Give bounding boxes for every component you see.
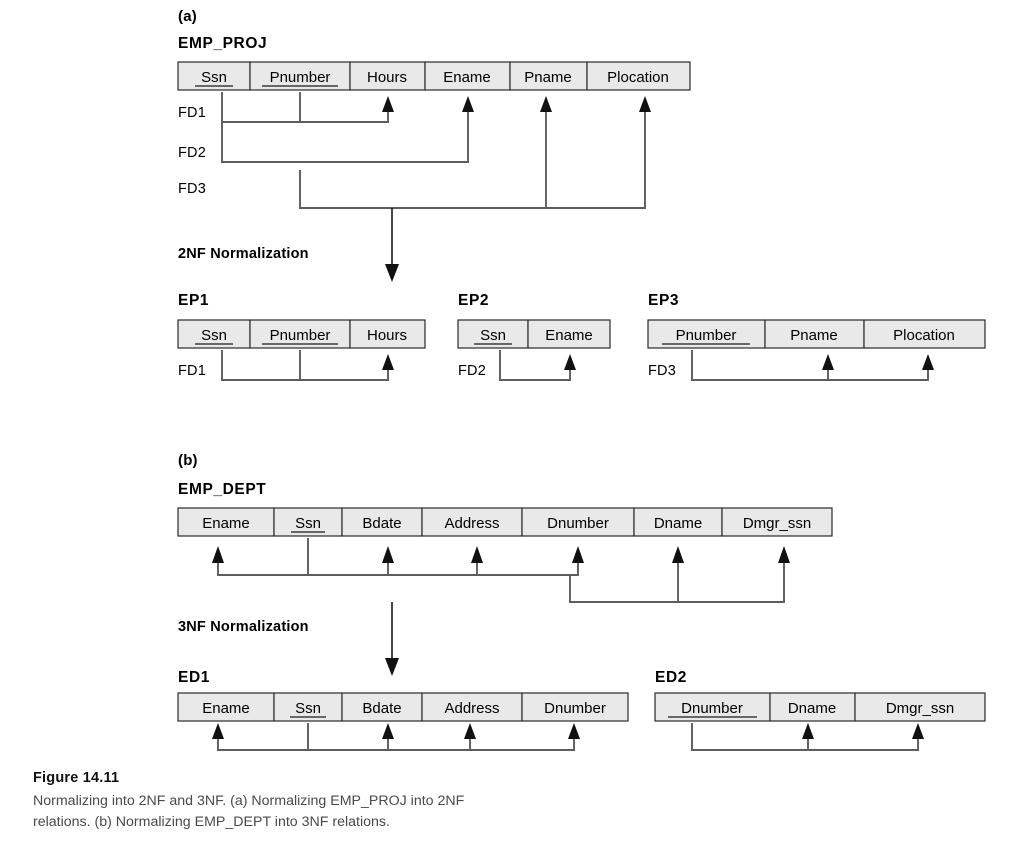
emp-proj-fd3-label: FD3 (178, 181, 206, 197)
ed2-attr-dmgr-ssn: Dmgr_ssn (886, 700, 954, 717)
emp-dept-attr-dnumber: Dnumber (547, 515, 609, 532)
ed2-cell-dmgr-ssn (854, 692, 986, 722)
ed1-attr-address: Address (444, 700, 499, 717)
ep1-attr-ssn: Ssn (201, 327, 227, 344)
emp-dept-relation-name: EMP_DEPT (178, 481, 266, 498)
ep2-relation-name: EP2 (458, 292, 489, 309)
emp-dept-cell-bdate (341, 507, 423, 537)
ed2-relation-name: ED2 (655, 669, 687, 686)
ed1-fd-arrows (212, 723, 580, 751)
ep2-cell-ename (527, 319, 611, 349)
normalization-arrow-3nf (385, 602, 399, 676)
emp-proj-attr-ssn: Ssn (201, 69, 227, 86)
step-label-3nf: 3NF Normalization (178, 619, 309, 635)
emp-proj-attr-ename: Ename (443, 69, 491, 86)
emp-dept-attr-dname: Dname (654, 515, 702, 532)
ep1-fd1-label: FD1 (178, 363, 206, 379)
ep2-fd2-label: FD2 (458, 363, 486, 379)
part-a-label: (a) (178, 8, 197, 25)
ed1-cell-bdate (341, 692, 423, 722)
emp-proj-fd1-arrows (221, 92, 394, 123)
emp-dept-attr-address: Address (444, 515, 499, 532)
ep1-relation-name: EP1 (178, 292, 209, 309)
ed1-attr-ssn: Ssn (295, 700, 321, 717)
ep3-attr-pname: Pname (790, 327, 838, 344)
ed1-cell-dnumber (521, 692, 629, 722)
ed2-attr-dnumber: Dnumber (681, 700, 743, 717)
ep1-cell-pnumber (249, 319, 351, 349)
ed2-attr-dname: Dname (788, 700, 836, 717)
ed1-cell-ename (177, 692, 275, 722)
ep1-cell-ssn (177, 319, 251, 349)
ed1-attr-dnumber: Dnumber (544, 700, 606, 717)
ep3-table: Pnumber Pname Plocation (647, 319, 986, 349)
ed1-attr-bdate: Bdate (362, 700, 401, 717)
emp-dept-table: Ename Ssn Bdate Address Dnumber Dname Dm… (177, 507, 833, 537)
ep2-attr-ssn: Ssn (480, 327, 506, 344)
ep1-attr-hours: Hours (367, 327, 407, 344)
ed1-cell-ssn (273, 692, 343, 722)
ed1-table: Ename Ssn Bdate Address Dnumber (177, 692, 629, 722)
emp-proj-cell-pnumber (249, 61, 351, 91)
emp-dept-fd-dnumber-arrows (569, 546, 790, 603)
ed1-attr-ename: Ename (202, 700, 250, 717)
figure-caption: Normalizing into 2NF and 3NF. (a) Normal… (33, 793, 465, 830)
ep2-table: Ssn Ename (457, 319, 611, 349)
emp-proj-fd1-label: FD1 (178, 105, 206, 121)
ep1-attr-pnumber: Pnumber (270, 327, 331, 344)
emp-dept-fd-ssn-arrows (212, 538, 584, 576)
ep2-cell-ssn (457, 319, 529, 349)
emp-proj-fd3-arrows (299, 96, 651, 209)
normalization-arrow-2nf (385, 208, 399, 282)
ep2-attr-ename: Ename (545, 327, 593, 344)
ed2-cell-dnumber (654, 692, 771, 722)
emp-dept-attr-ssn: Ssn (295, 515, 321, 532)
emp-dept-attr-bdate: Bdate (362, 515, 401, 532)
ep3-cell-plocation (863, 319, 986, 349)
emp-proj-attr-plocation: Plocation (607, 69, 669, 86)
emp-proj-relation-name: EMP_PROJ (178, 35, 267, 52)
ep1-fd1-arrows (221, 350, 394, 381)
ep1-table: Ssn Pnumber Hours (177, 319, 426, 349)
ep3-cell-pname (764, 319, 865, 349)
step-label-2nf: 2NF Normalization (178, 246, 309, 262)
ed1-relation-name: ED1 (178, 669, 210, 686)
emp-proj-fd2-label: FD2 (178, 145, 206, 161)
emp-proj-attr-pnumber: Pnumber (270, 69, 331, 86)
emp-proj-attr-pname: Pname (524, 69, 572, 86)
emp-dept-cell-dmgr-ssn (721, 507, 833, 537)
ed2-fd-arrows (691, 723, 924, 751)
emp-proj-cell-hours (349, 61, 426, 91)
ep3-attr-pnumber: Pnumber (676, 327, 737, 344)
emp-dept-attr-dmgr-ssn: Dmgr_ssn (743, 515, 811, 532)
ep1-cell-hours (349, 319, 426, 349)
figure-number: Figure 14.11 (33, 770, 120, 786)
ed1-cell-address (421, 692, 523, 722)
ep3-fd3-arrows (691, 350, 934, 381)
ep3-fd3-label: FD3 (648, 363, 676, 379)
emp-proj-attr-hours: Hours (367, 69, 407, 86)
emp-proj-cell-ssn (177, 61, 251, 91)
emp-dept-attr-ename: Ename (202, 515, 250, 532)
emp-dept-cell-address (421, 507, 523, 537)
part-b-label: (b) (178, 452, 198, 469)
ed2-table: Dnumber Dname Dmgr_ssn (654, 692, 986, 722)
ep3-relation-name: EP3 (648, 292, 679, 309)
ep2-fd2-arrows (499, 350, 576, 381)
emp-proj-fd2-arrows (221, 96, 474, 163)
emp-proj-cell-plocation (586, 61, 691, 91)
ed2-cell-dname (769, 692, 856, 722)
emp-proj-table: Ssn Pnumber Hours Ename Pname Plocation (177, 61, 691, 91)
ep3-attr-plocation: Plocation (893, 327, 955, 344)
emp-proj-cell-pname (509, 61, 588, 91)
